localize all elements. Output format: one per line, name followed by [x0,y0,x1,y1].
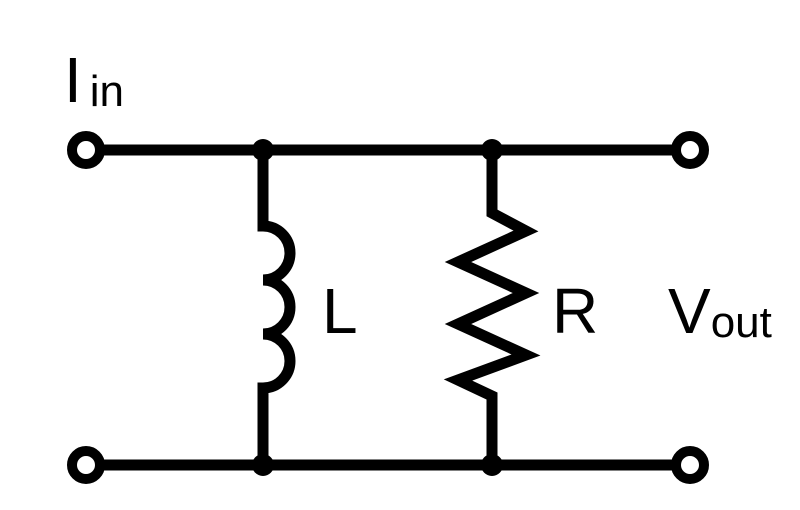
output-voltage-symbol: V [668,275,711,347]
resistor-branch [443,150,541,465]
inductor-label: L [322,275,358,347]
output-terminal-bottom [671,446,709,484]
input-terminal-bottom [67,446,105,484]
junction-node-top-right [481,139,503,161]
input-current-symbol: I [64,44,82,116]
output-voltage-label: Vout [668,275,772,347]
junction-node-bottom-right [481,454,503,476]
junction-node-top-left [252,139,274,161]
resistor-label: R [552,275,598,347]
input-current-subscript: in [90,67,124,116]
junction-node-bottom-left [252,454,274,476]
output-terminal-top [671,131,709,169]
inductor-branch [257,150,296,465]
input-terminal-top [67,131,105,169]
output-voltage-subscript: out [711,298,772,347]
